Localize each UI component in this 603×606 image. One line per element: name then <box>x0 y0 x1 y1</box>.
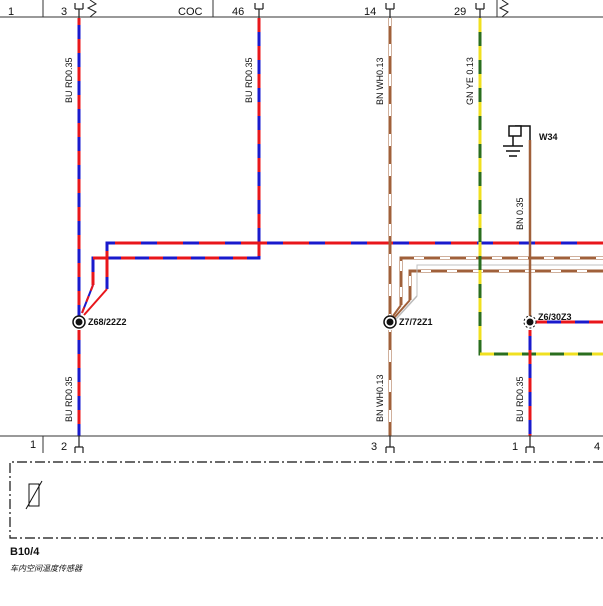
splice-label: Z6/30Z3 <box>538 312 572 322</box>
splice-label: Z7/72Z1 <box>399 317 433 327</box>
top-connector: 1 3 COC 46 14 29 <box>0 0 603 18</box>
wire-label: BN 0.35 <box>515 197 525 230</box>
wire-label: BN WH0.13 <box>375 374 385 422</box>
bottom-connector: 1 2 3 1 4 <box>0 435 603 453</box>
top-pin-46: 46 <box>232 6 244 18</box>
bottom-pin: 3 <box>371 441 377 453</box>
wire-label: BU RD0.35 <box>64 57 74 103</box>
wire-bu-rd-46 <box>91 18 261 285</box>
top-pin-14: 14 <box>364 6 376 18</box>
splice-z6: Z6/30Z3 <box>523 312 572 329</box>
wire-label: BN WH0.13 <box>375 57 385 105</box>
component-box <box>9 461 603 539</box>
wire-break-icon <box>498 0 509 18</box>
bottom-pin: 1 <box>512 441 518 453</box>
wire-bn-wh-horizontal-2 <box>408 269 603 300</box>
top-pin-coc: COC <box>178 6 203 18</box>
wire-break-icon <box>86 0 97 18</box>
bottom-pin: 2 <box>61 441 67 453</box>
splice-z7: Z7/72Z1 <box>383 315 433 329</box>
wire-bu-rd-horizontal <box>105 241 603 289</box>
splice-label: Z68/22Z2 <box>88 317 127 327</box>
component-description: 车内空间温度传感器 <box>10 564 83 573</box>
wire-label: BU RD0.35 <box>515 376 525 422</box>
ground-icon <box>503 125 531 157</box>
wire-gn-ye <box>478 18 603 356</box>
temperature-sensor-icon <box>25 480 43 510</box>
wire-labels: BU RD0.35 BU RD0.35 BN WH0.13 GN YE 0.13… <box>64 57 525 422</box>
wires <box>77 18 603 436</box>
splice-z68: Z68/22Z2 <box>72 315 127 329</box>
ground-label: W34 <box>539 132 558 142</box>
top-pin-1: 1 <box>8 6 14 18</box>
bottom-pin: 1 <box>30 439 36 451</box>
component-id: B10/4 <box>10 546 40 558</box>
wire-label: GN YE 0.13 <box>465 57 475 105</box>
top-pin-29: 29 <box>454 6 466 18</box>
wire-label: BU RD0.35 <box>64 376 74 422</box>
bottom-pin: 4 <box>594 441 600 453</box>
top-pin-3: 3 <box>61 6 67 18</box>
wire-label: BU RD0.35 <box>244 57 254 103</box>
